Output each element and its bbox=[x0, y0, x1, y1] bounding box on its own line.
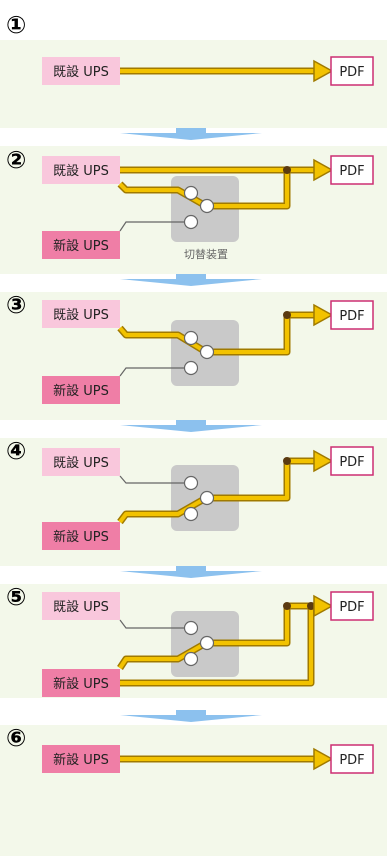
step-5: ⑤ 既設 UPS 新設 UPS PDF bbox=[0, 583, 387, 698]
switch-contact-bottom bbox=[183, 506, 199, 522]
step-number: ④ bbox=[6, 437, 26, 465]
switch-contact-top bbox=[183, 185, 199, 201]
step-number: ③ bbox=[6, 291, 26, 319]
new-ups-label: 新設 UPS bbox=[53, 676, 109, 692]
pdf-label: PDF bbox=[339, 65, 364, 80]
switch-contact-mid bbox=[199, 490, 215, 506]
arrow-head bbox=[313, 303, 334, 327]
step-arrow bbox=[120, 128, 262, 140]
signal-line bbox=[119, 367, 188, 377]
signal-line bbox=[119, 221, 188, 232]
switch-contact-mid bbox=[199, 635, 215, 651]
step-panel bbox=[0, 725, 387, 856]
old-ups-label: 既設 UPS bbox=[53, 599, 109, 615]
arrow-head bbox=[313, 449, 334, 473]
switch-contact-mid bbox=[199, 344, 215, 360]
pdf-box bbox=[330, 446, 374, 476]
signal-line bbox=[119, 619, 188, 629]
switch-contact-bottom bbox=[183, 214, 199, 230]
junction-node bbox=[283, 311, 291, 319]
old-ups-box bbox=[42, 57, 120, 85]
pdf-box bbox=[330, 591, 374, 621]
junction-node bbox=[307, 602, 315, 610]
pdf-box bbox=[330, 744, 374, 774]
step-3: ③ 既設 UPS 新設 UPS PDF bbox=[0, 291, 387, 420]
arrow-head bbox=[313, 158, 334, 182]
step-2: ② 切替装置 既設 UPS 新設 UPS PDF bbox=[0, 146, 387, 274]
new-ups-box bbox=[42, 669, 120, 697]
junction-node bbox=[283, 602, 291, 610]
new-ups-box bbox=[42, 522, 120, 550]
arrow-head bbox=[313, 747, 334, 771]
step-number: ② bbox=[6, 146, 26, 174]
switch-caption: 切替装置 bbox=[184, 247, 228, 261]
switch-contact-bottom bbox=[183, 360, 199, 376]
old-ups-box bbox=[42, 448, 120, 476]
step-4: ④ 既設 UPS 新設 UPS PDF bbox=[0, 437, 387, 566]
old-ups-box bbox=[42, 156, 120, 184]
pdf-label: PDF bbox=[339, 309, 364, 324]
arrow-head bbox=[313, 594, 334, 618]
step-number: ⑤ bbox=[6, 583, 26, 611]
pdf-label: PDF bbox=[339, 753, 364, 768]
step-number: ① bbox=[6, 11, 26, 39]
pdf-box bbox=[330, 155, 374, 185]
old-ups-label: 既設 UPS bbox=[53, 455, 109, 471]
pdf-label: PDF bbox=[339, 164, 364, 179]
step-arrow bbox=[120, 566, 262, 578]
junction-node bbox=[283, 166, 291, 174]
old-ups-label: 既設 UPS bbox=[53, 307, 109, 323]
pdf-box bbox=[330, 56, 374, 86]
step-arrow bbox=[120, 420, 262, 432]
switch-contact-mid bbox=[199, 198, 215, 214]
pdf-box bbox=[330, 300, 374, 330]
old-ups-box bbox=[42, 300, 120, 328]
old-ups-label: 既設 UPS bbox=[53, 64, 109, 80]
signal-line bbox=[119, 475, 188, 484]
step-1: ① 既設 UPS PDF bbox=[0, 11, 387, 128]
pdf-label: PDF bbox=[339, 455, 364, 470]
arrow-head bbox=[313, 59, 334, 83]
new-ups-label: 新設 UPS bbox=[53, 238, 109, 254]
switch-contact-bottom bbox=[183, 651, 199, 667]
old-ups-box bbox=[42, 592, 120, 620]
new-ups-label: 新設 UPS bbox=[53, 383, 109, 399]
new-ups-label: 新設 UPS bbox=[53, 752, 109, 768]
switch-contact-top bbox=[183, 330, 199, 346]
new-ups-box bbox=[42, 231, 120, 259]
new-ups-label: 新設 UPS bbox=[53, 529, 109, 545]
direct-power-line-core bbox=[120, 606, 313, 685]
new-ups-box bbox=[42, 745, 120, 773]
step-6: ⑥ 新設 UPS PDF bbox=[0, 724, 387, 856]
new-ups-box bbox=[42, 376, 120, 404]
pdf-label: PDF bbox=[339, 600, 364, 615]
old-ups-label: 既設 UPS bbox=[53, 163, 109, 179]
step-arrow bbox=[120, 710, 262, 722]
step-number: ⑥ bbox=[6, 724, 26, 752]
step-arrow bbox=[120, 274, 262, 286]
switch-contact-top bbox=[183, 475, 199, 491]
junction-node bbox=[283, 457, 291, 465]
switch-contact-top bbox=[183, 620, 199, 636]
